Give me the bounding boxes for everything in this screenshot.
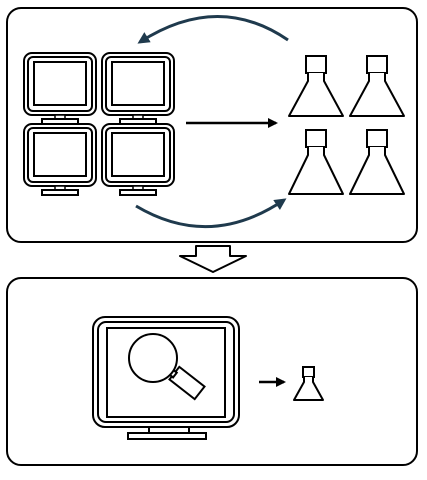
flask-icon	[349, 55, 405, 117]
curved-arrow-left-icon	[137, 15, 289, 44]
monitor-grid	[23, 52, 175, 196]
monitor-icon	[23, 52, 97, 125]
magnifying-glass-icon	[128, 333, 206, 401]
flask-grid	[288, 55, 405, 195]
down-arrow-icon	[179, 245, 247, 273]
monitor-icon	[101, 123, 175, 196]
flask-icon	[288, 129, 344, 195]
flask-icon	[349, 129, 405, 195]
monitor-icon	[23, 123, 97, 196]
flask-icon	[293, 366, 324, 401]
curved-arrow-right-icon	[135, 198, 287, 229]
monitor-icon	[101, 52, 175, 125]
flask-icon	[288, 55, 344, 117]
